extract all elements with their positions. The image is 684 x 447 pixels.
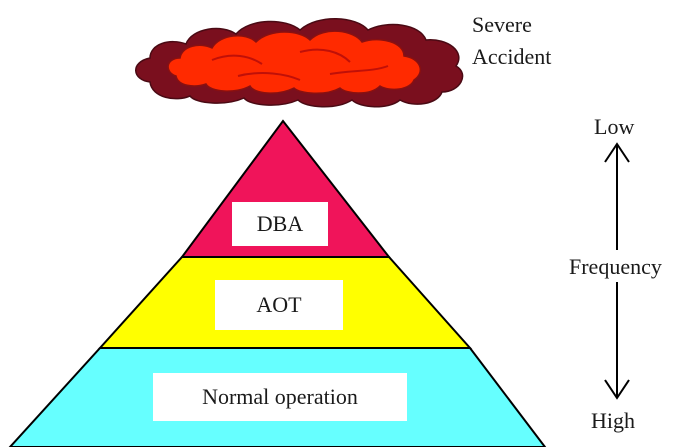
severe-accident-label-line1: Severe — [472, 12, 532, 37]
cloud-inner-shape — [167, 30, 422, 94]
aot-label: AOT — [215, 280, 343, 330]
severe-accident-label-line2: Accident — [472, 44, 552, 69]
frequency-high-label: High — [591, 408, 635, 433]
frequency-axis-label: Frequency — [569, 254, 662, 279]
cloud-icon — [135, 18, 464, 108]
cloud-wisp — [211, 48, 389, 81]
double-arrow-icon — [604, 142, 630, 400]
frequency-low-label: Low — [594, 114, 635, 139]
normal-operation-label: Normal operation — [153, 373, 407, 421]
dba-label: DBA — [232, 202, 328, 246]
arrow-head-down — [604, 379, 630, 400]
arrow-head-up — [604, 142, 630, 163]
